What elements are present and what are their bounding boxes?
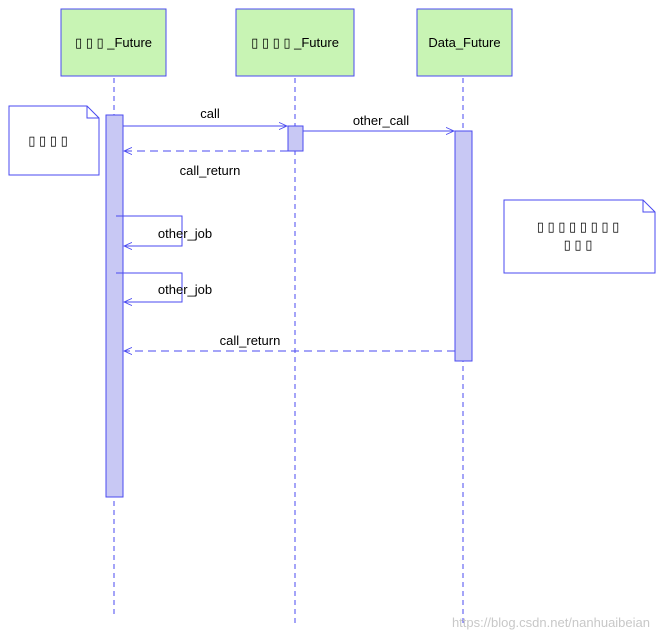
participant-p2-label: ▯ ▯ ▯ ▯ _Future	[251, 35, 339, 50]
message-other-job-2-label: other_job	[158, 282, 212, 297]
participant-p1-label: ▯ ▯ ▯ _Future	[75, 35, 152, 50]
message-call-return-1-label: call_return	[180, 163, 241, 178]
note-right-text-line1: ▯ ▯ ▯ ▯ ▯ ▯ ▯ ▯	[537, 219, 620, 234]
note-right: ▯ ▯ ▯ ▯ ▯ ▯ ▯ ▯ ▯ ▯ ▯	[503, 199, 656, 274]
activation-p1	[105, 114, 124, 498]
message-other-call-label: other_call	[353, 113, 409, 128]
message-other-job-1: other_job	[116, 215, 212, 246]
message-other-job-2: other_job	[116, 272, 212, 302]
message-call-label: call	[200, 106, 220, 121]
participant-p3-label: Data_Future	[428, 35, 500, 50]
activation-p2	[287, 125, 304, 152]
note-left: ▯ ▯ ▯ ▯	[8, 105, 100, 176]
message-call-return-2: call_return	[124, 333, 455, 351]
participant-p1: ▯ ▯ ▯ _Future	[60, 8, 167, 77]
activation-p3	[454, 130, 473, 362]
message-other-job-1-label: other_job	[158, 226, 212, 241]
note-right-text-line2: ▯ ▯ ▯	[564, 237, 593, 252]
message-call-return-1: call_return	[124, 151, 288, 178]
message-call-return-2-label: call_return	[220, 333, 281, 348]
message-call: call	[123, 106, 287, 126]
watermark-text: https://blog.csdn.net/nanhuaibeian	[452, 615, 650, 630]
participant-p2: ▯ ▯ ▯ ▯ _Future	[235, 8, 355, 77]
participant-p3: Data_Future	[416, 8, 513, 77]
message-other-call: other_call	[303, 113, 454, 131]
note-left-text: ▯ ▯ ▯ ▯	[28, 133, 67, 148]
